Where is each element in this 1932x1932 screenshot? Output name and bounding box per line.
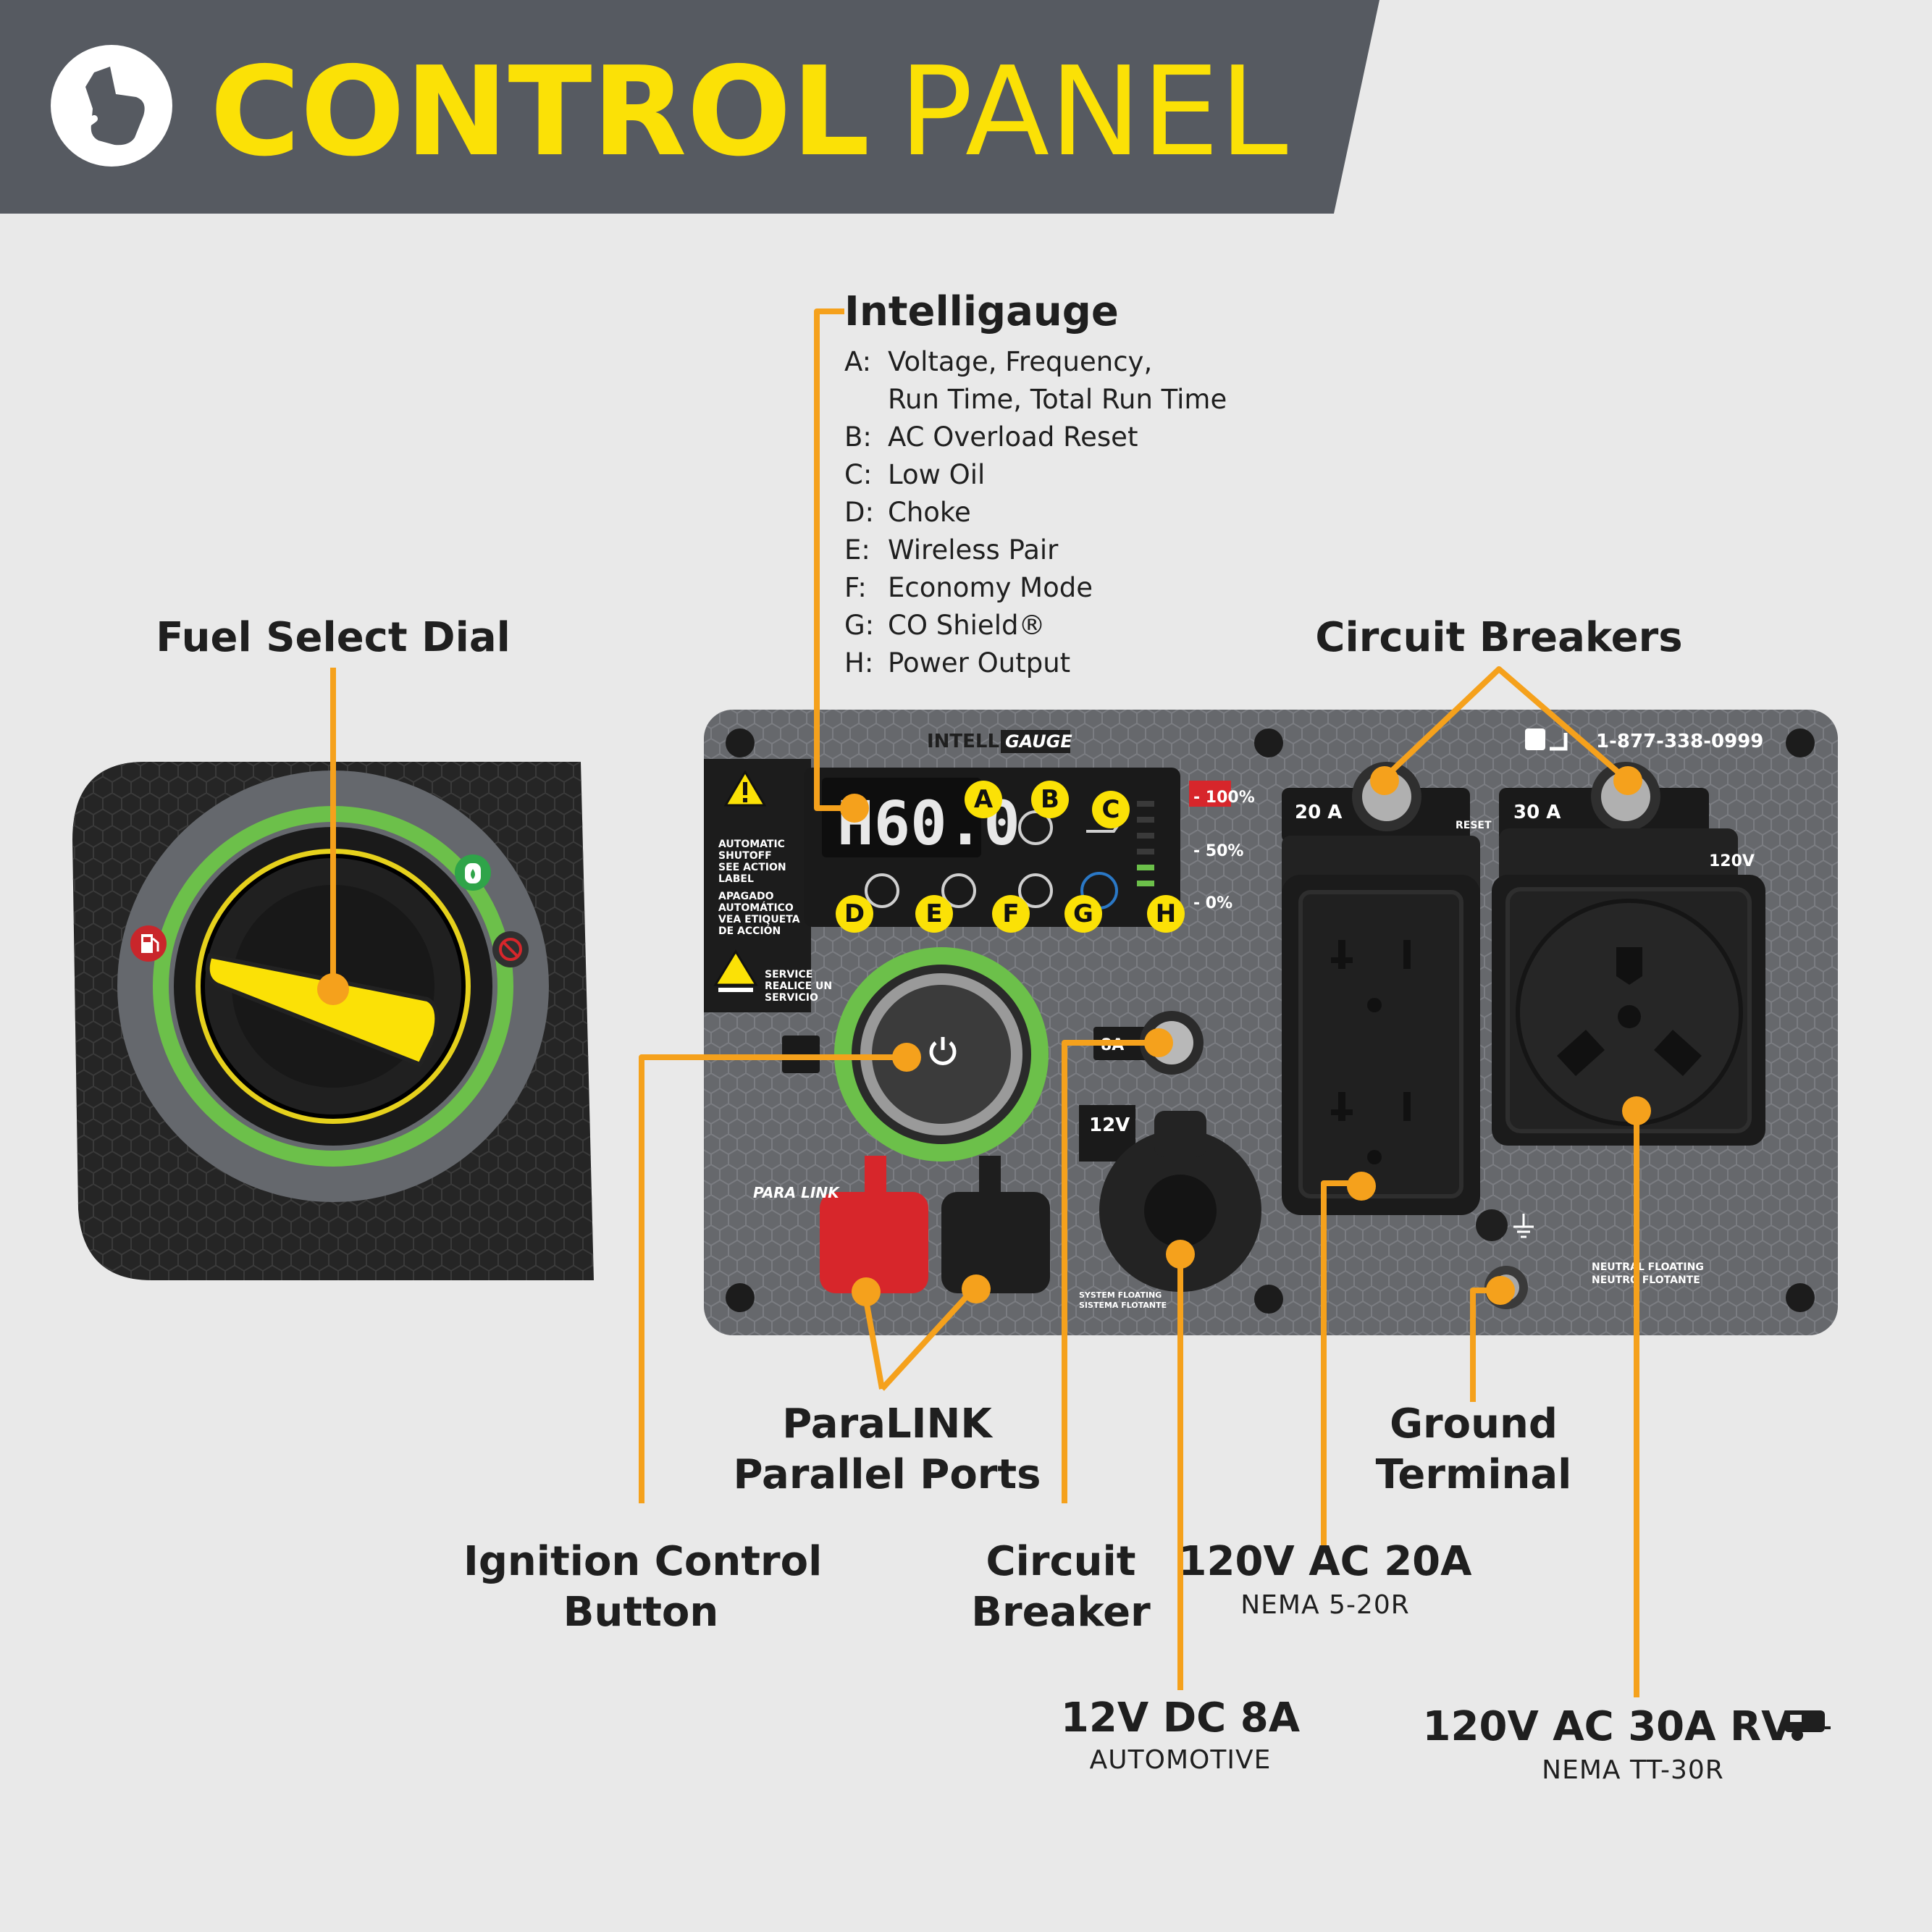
system-en: SYSTEM FLOATING: [1079, 1290, 1162, 1300]
breaker-20-label: 20 A: [1295, 802, 1342, 823]
legend-value: Voltage, Frequency,: [888, 346, 1153, 377]
legend-key: D:: [844, 497, 874, 528]
paralink-label-2: Parallel Ports: [733, 1451, 1041, 1498]
ignition-label-2: Button: [563, 1589, 719, 1636]
legend-value: Economy Mode: [888, 572, 1093, 603]
ground-icon: [1513, 1214, 1534, 1238]
fuel-select-dial-label: Fuel Select Dial: [156, 614, 511, 661]
reset-label: RESET: [1456, 820, 1492, 831]
legend-row: A: Voltage, Frequency,: [844, 343, 1264, 381]
warning-es-1: APAGADO: [718, 891, 774, 902]
badge-c: C: [1092, 791, 1130, 828]
legend-key: C:: [844, 459, 873, 490]
legend-key: F:: [844, 572, 867, 603]
legend-row: H: Power Output: [844, 644, 1264, 682]
warning-es-2: AUTOMÁTICO: [718, 902, 794, 914]
warning-en-2: SHUTOFF: [718, 850, 772, 862]
legend-row: F: Economy Mode: [844, 569, 1264, 607]
intelligauge-title: Intelligauge: [844, 288, 1119, 335]
power-icon: [929, 1037, 957, 1065]
badge-a: A: [965, 781, 1002, 818]
warning-en-1: AUTOMATIC: [718, 839, 785, 850]
fuel-off-icon: [492, 931, 529, 967]
ground-terminal-label-2: Terminal: [1375, 1451, 1572, 1498]
hand-pointer-icon: [51, 45, 172, 167]
wrench-icon: [713, 949, 758, 992]
badge-d: D: [836, 895, 873, 933]
legend-key: B:: [844, 421, 872, 453]
brand-gauge: GAUGE: [1005, 731, 1072, 752]
badge-g: G: [1064, 895, 1102, 933]
legend-value: AC Overload Reset: [888, 421, 1138, 453]
intelligauge-legend: A: Voltage, Frequency, Run Time, Total Run…: [844, 343, 1264, 682]
warning-es-3: VEA ETIQUETA: [718, 914, 800, 925]
fuel-dial-panel: [72, 762, 594, 1280]
power-level-100: - 100%: [1193, 789, 1255, 807]
legend-value: Run Time, Total Run Time: [888, 384, 1227, 415]
badge-f: F: [992, 895, 1030, 933]
outlet-20a-label: 120V AC 20A: [1178, 1538, 1472, 1585]
warning-en-3: SEE ACTION: [718, 862, 786, 873]
legend-row: E: Wireless Pair: [844, 532, 1264, 569]
badge-e: E: [915, 895, 953, 933]
service-en: SERVICE: [765, 969, 812, 980]
legend-key: H:: [844, 647, 874, 679]
dc-12v-label: 12V DC 8A: [1060, 1694, 1301, 1742]
legend-key: G:: [844, 610, 875, 641]
dc-12v-sub: AUTOMOTIVE: [1089, 1745, 1272, 1775]
header-banner: [0, 0, 1379, 214]
legend-value: Wireless Pair: [888, 534, 1059, 566]
ignition-label-1: Ignition Control: [463, 1538, 823, 1585]
outlet-30a-sub: NEMA TT-30R: [1542, 1755, 1724, 1785]
circuit-breaker-label-1: Circuit: [986, 1538, 1136, 1585]
title-light: PANEL: [899, 41, 1288, 184]
legend-value: Low Oil: [888, 459, 986, 490]
neutral-es: NEUTRO FLOTANTE: [1592, 1274, 1700, 1286]
paralink-label-1: ParaLINK: [782, 1400, 992, 1448]
paralink-label: PARA LINK: [753, 1184, 840, 1201]
legend-row: B: AC Overload Reset: [844, 419, 1264, 456]
propane-icon: [455, 854, 491, 891]
gas-pump-icon: [130, 925, 167, 962]
legend-value: Power Output: [888, 647, 1071, 679]
help-phone: 1-877-338-0999: [1596, 731, 1763, 752]
neutral-en: NEUTRAL FLOATING: [1592, 1261, 1704, 1273]
title-bold: CONTROL: [210, 41, 870, 184]
circuit-breaker-label-2: Breaker: [971, 1589, 1151, 1636]
legend-row-cont: Run Time, Total Run Time: [844, 381, 1264, 419]
legend-row: C: Low Oil: [844, 456, 1264, 494]
rv-120v-label: 120V: [1709, 852, 1755, 870]
warning-es-4: DE ACCIÓN: [718, 924, 781, 937]
service-es-1: REALICE UN: [765, 980, 832, 992]
ground-terminal-label-1: Ground: [1390, 1400, 1558, 1448]
system-es: SISTEMA FLOTANTE: [1079, 1301, 1167, 1310]
legend-key: A:: [844, 346, 872, 377]
phone-help-icon: [1525, 728, 1568, 751]
badge-h: H: [1147, 895, 1185, 933]
control-panel-face: INTELLI GAUGE 1-877-338-0999 H60.0 - 100…: [704, 710, 1838, 1335]
rv-trailer-icon: [1784, 1710, 1831, 1741]
service-es-2: SERVICIO: [765, 992, 818, 1004]
badge-b: B: [1031, 781, 1069, 818]
legend-row: D: Choke: [844, 494, 1264, 532]
power-level-50: - 50%: [1193, 842, 1243, 860]
warning-icon: [724, 770, 766, 807]
legend-key: E:: [844, 534, 870, 566]
warning-en-4: LABEL: [718, 873, 754, 885]
outlet-30a-label: 120V AC 30A RV: [1422, 1703, 1793, 1750]
dc-12v-label: 12V: [1089, 1114, 1130, 1136]
breaker-8a-label: 8A: [1101, 1036, 1124, 1054]
brand-intelli: INTELLI: [927, 731, 1007, 752]
circuit-breakers-label: Circuit Breakers: [1315, 614, 1683, 661]
legend-value: CO Shield®: [888, 610, 1046, 641]
power-level-0: - 0%: [1193, 894, 1232, 912]
breaker-30-label: 30 A: [1513, 802, 1561, 823]
outlet-20a-sub: NEMA 5-20R: [1240, 1590, 1410, 1620]
legend-row: G: CO Shield®: [844, 607, 1264, 644]
legend-value: Choke: [888, 497, 971, 528]
